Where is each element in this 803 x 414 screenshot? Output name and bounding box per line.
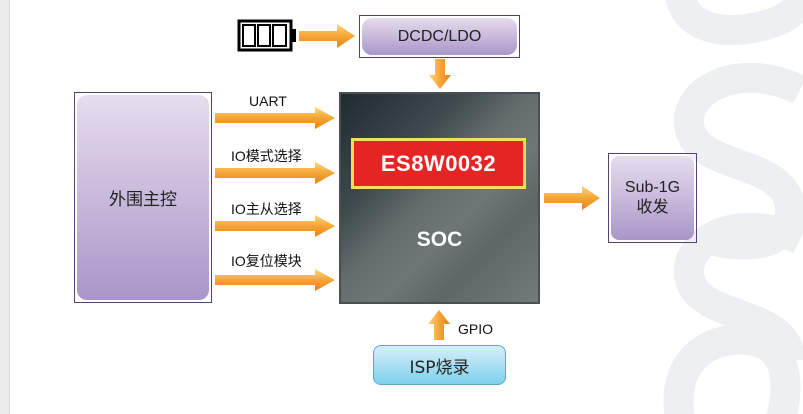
left-edge-bar bbox=[0, 0, 10, 414]
gpio-label: GPIO bbox=[458, 321, 494, 337]
host-controller-label: 外围主控 bbox=[109, 190, 177, 210]
orange-arrow-icon bbox=[299, 24, 355, 48]
dcdc-ldo-label: DCDC/LDO bbox=[397, 27, 482, 45]
orange-arrow-up-icon bbox=[428, 310, 450, 340]
isp-programming-block: ISP烧录 bbox=[373, 345, 506, 385]
sub1g-label: Sub-1G 收发 bbox=[625, 178, 680, 218]
host-controller-block: 外围主控 bbox=[74, 92, 212, 303]
link-label-io-master-slave: IO主从选择 bbox=[231, 201, 302, 217]
chip-model-badge: ES8W0032 bbox=[351, 138, 526, 189]
orange-arrow-icon bbox=[215, 215, 335, 237]
orange-arrow-icon bbox=[544, 186, 600, 210]
brand-watermark bbox=[663, 0, 803, 414]
soc-label: SOC bbox=[416, 228, 463, 251]
orange-arrow-icon bbox=[215, 269, 335, 291]
orange-arrow-icon bbox=[215, 162, 335, 184]
link-label-io-mode: IO模式选择 bbox=[231, 148, 302, 164]
battery-icon bbox=[237, 19, 296, 52]
orange-arrow-down-icon bbox=[429, 59, 451, 89]
sub1g-label-line1: Sub-1G bbox=[624, 179, 681, 196]
sub1g-transceiver-block: Sub-1G 收发 bbox=[608, 153, 697, 243]
dcdc-ldo-block: DCDC/LDO bbox=[359, 15, 520, 58]
link-label-uart: UART bbox=[249, 93, 287, 109]
soc-block bbox=[339, 92, 540, 304]
orange-arrow-icon bbox=[215, 107, 335, 129]
link-label-io-reset: IO复位模块 bbox=[231, 253, 302, 269]
sub1g-label-line2: 收发 bbox=[636, 199, 669, 216]
